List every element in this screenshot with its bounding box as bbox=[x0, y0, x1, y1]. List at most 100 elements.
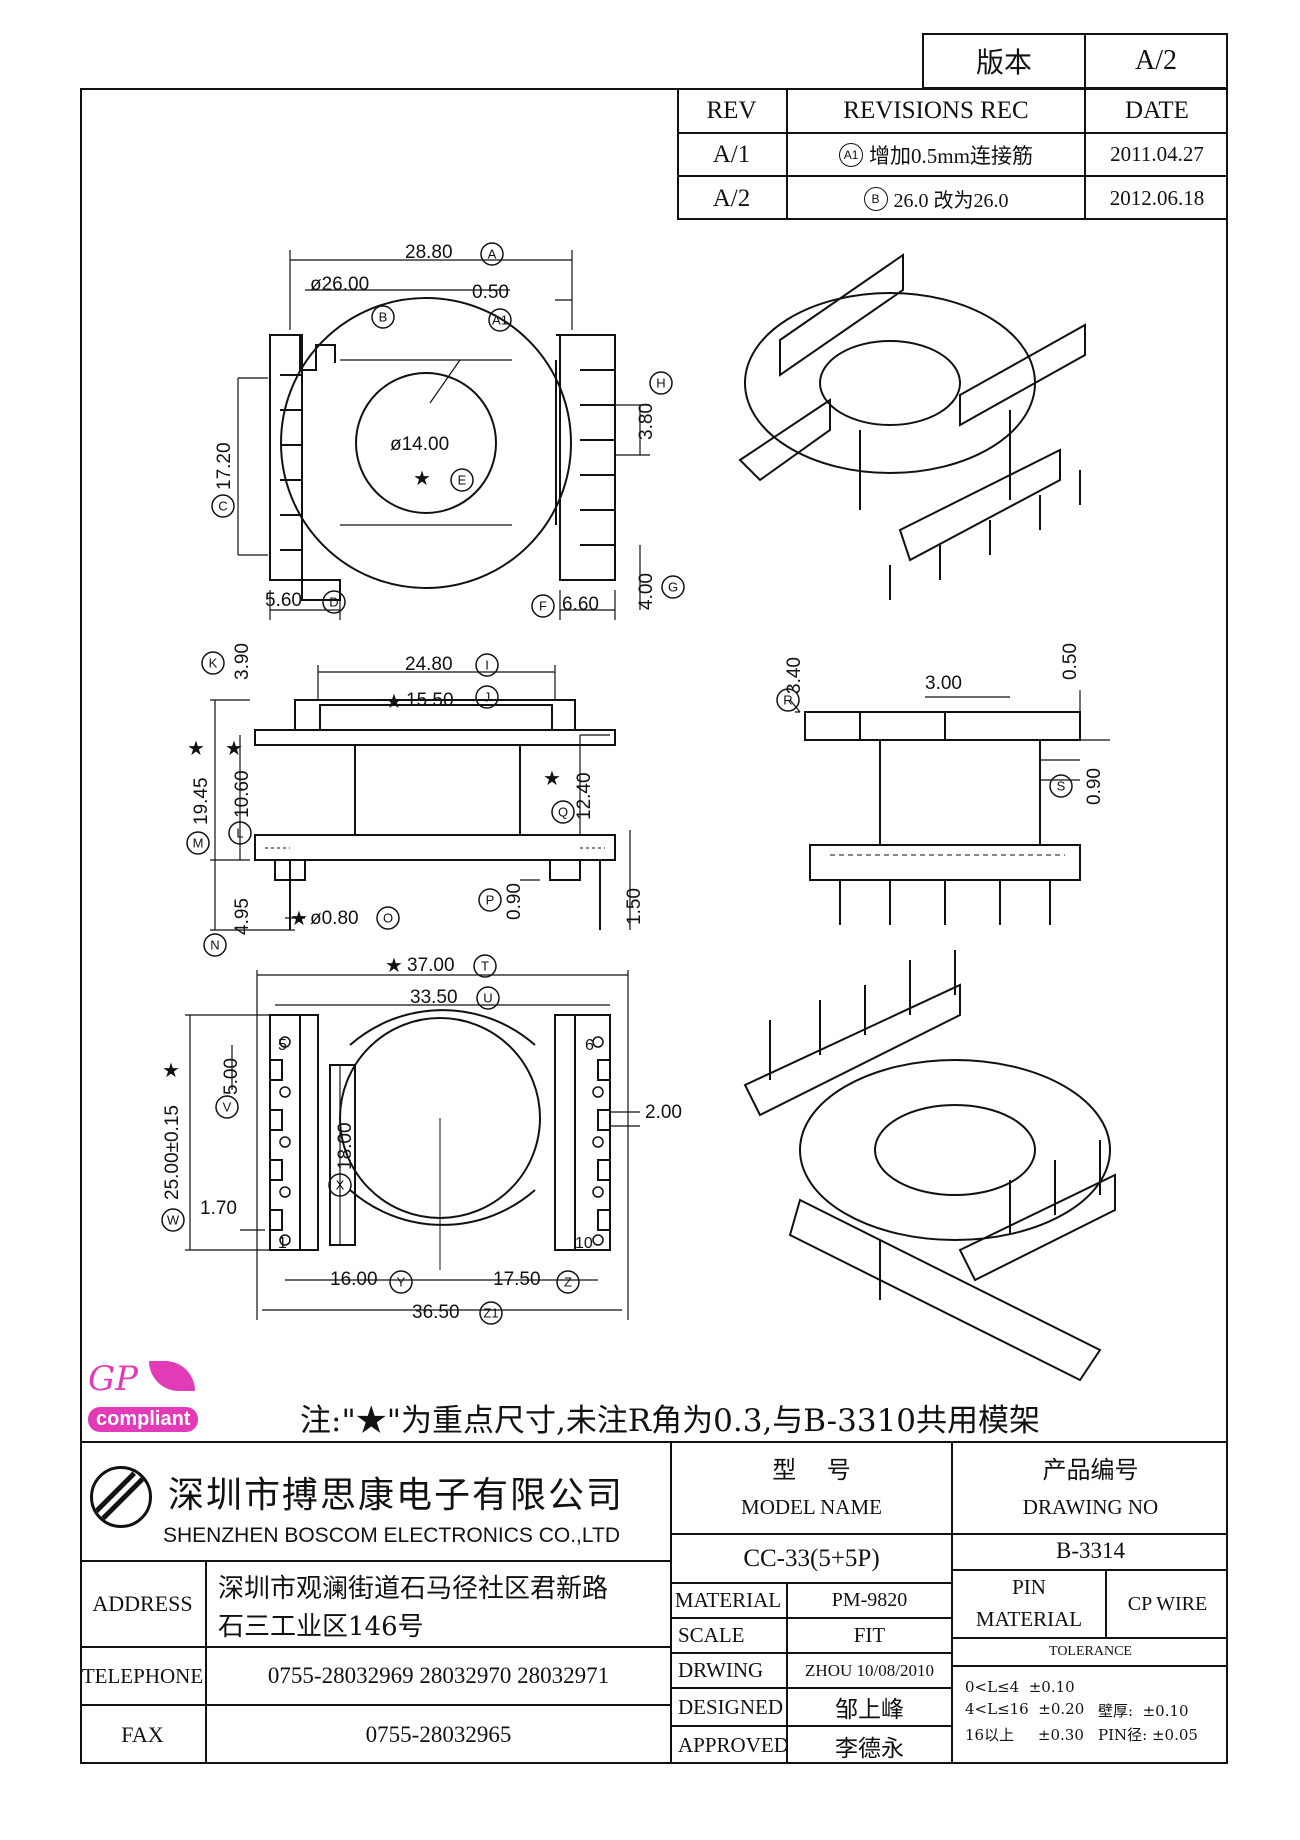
tb-hline-pin bbox=[951, 1637, 1228, 1639]
fax-label: FAX bbox=[121, 1722, 164, 1747]
dim-25-00: 25.00±0.15 bbox=[162, 1105, 183, 1200]
drawing-label-cn: 产品编号 bbox=[1042, 1455, 1139, 1484]
dim-26-00: ø26.00 bbox=[310, 274, 369, 295]
rev-row-2-rev: A/2 bbox=[712, 184, 751, 212]
dim-19-45: 19.45 bbox=[191, 777, 212, 825]
dim-5-60: 5.60 bbox=[265, 590, 302, 611]
svg-text:Q: Q bbox=[558, 805, 568, 820]
dim-4-00: 4.00 bbox=[636, 573, 657, 610]
pin-material-label-2: MATERIAL bbox=[975, 1606, 1083, 1631]
telephone-label: TELEPHONE bbox=[81, 1663, 204, 1688]
svg-text:X: X bbox=[336, 1178, 345, 1193]
svg-text:★: ★ bbox=[187, 736, 205, 760]
pin-material-label-1: PIN bbox=[1012, 1574, 1046, 1599]
tolerance-row-1: 0<L≤4 ±0.10 bbox=[965, 1678, 1075, 1696]
svg-text:F: F bbox=[539, 599, 547, 614]
dim-36-50: 36.50 bbox=[412, 1302, 460, 1323]
svg-text:T: T bbox=[481, 959, 489, 974]
dim-33-50: 33.50 bbox=[410, 987, 458, 1008]
pin-label-5: 5 bbox=[278, 1037, 287, 1054]
svg-text:A1: A1 bbox=[492, 313, 508, 328]
revision-table bbox=[677, 88, 1228, 220]
tb-hline-row2 bbox=[670, 1652, 951, 1654]
address-line-1: 深圳市观澜街道石马径社区君新路 bbox=[218, 1574, 609, 1604]
pin-label-6: 6 bbox=[585, 1037, 594, 1054]
rev-vline-2 bbox=[1084, 88, 1086, 220]
svg-text:H: H bbox=[656, 376, 665, 391]
dim-16-00: 16.00 bbox=[330, 1269, 378, 1290]
rev-vline-1 bbox=[786, 88, 788, 220]
dim-0-50-side: 0.50 bbox=[1060, 643, 1081, 680]
svg-text:★: ★ bbox=[543, 766, 561, 790]
svg-text:★: ★ bbox=[162, 1058, 180, 1082]
compliant-text: compliant bbox=[88, 1407, 199, 1432]
dim-10-60: 10.60 bbox=[232, 770, 253, 818]
gp-text: GP bbox=[88, 1359, 139, 1399]
dim-1-70: 1.70 bbox=[200, 1198, 237, 1219]
svg-text:B: B bbox=[379, 310, 388, 325]
tb-vline-pin bbox=[1105, 1569, 1107, 1637]
designed-value: 邹上峰 bbox=[835, 1697, 904, 1723]
version-label: 版本 bbox=[975, 48, 1032, 79]
bottom-view-outline bbox=[269, 1009, 611, 1270]
title-block-top-rule bbox=[80, 1441, 1228, 1443]
dim-0-80: ø0.80 bbox=[310, 908, 359, 929]
address-line-2: 石三工业区146号 bbox=[218, 1612, 424, 1642]
wall-thickness-tolerance: 壁厚: ±0.10 bbox=[1098, 1702, 1189, 1720]
rev-row-2-text: B 26.0 改为26.0 bbox=[788, 177, 1084, 220]
tb-hline-row3 bbox=[670, 1687, 951, 1689]
rev-row-1-text: A1 增加0.5mm连接筋 bbox=[788, 134, 1084, 175]
dim-15-50: 15.50 bbox=[406, 690, 454, 711]
leaf-icon bbox=[149, 1361, 195, 1391]
isometric-view-top bbox=[738, 253, 1086, 600]
dim-4-95: 4.95 bbox=[232, 898, 253, 935]
tb-hline-row4 bbox=[670, 1725, 951, 1727]
gp-compliant-logo: GP compliant bbox=[84, 1355, 210, 1440]
svg-text:I: I bbox=[485, 658, 489, 673]
dim-14-00: ø14.00 bbox=[390, 434, 449, 455]
model-label-cn: 型 号 bbox=[772, 1455, 851, 1484]
dim-0-50-a: 0.50 bbox=[472, 282, 509, 303]
svg-text:Z: Z bbox=[564, 1275, 572, 1290]
drawing-number: B-3314 bbox=[1056, 1538, 1125, 1563]
dim-6-60: 6.60 bbox=[562, 594, 599, 615]
tolerance-row-2: 4<L≤16 ±0.20 bbox=[965, 1700, 1085, 1718]
svg-text:Z1: Z1 bbox=[483, 1306, 498, 1321]
tolerance-label: TOLERANCE bbox=[1049, 1644, 1132, 1659]
revisions-rec-header: REVISIONS REC bbox=[843, 97, 1029, 124]
revision-mark-a1: A1 bbox=[839, 142, 864, 167]
svg-text:V: V bbox=[223, 1100, 232, 1115]
tolerance-row-3: 16以上 ±0.30 bbox=[965, 1726, 1084, 1744]
dim-24-80: 24.80 bbox=[405, 654, 453, 675]
rev-row-1-rev: A/1 bbox=[712, 140, 751, 168]
scale-value: FIT bbox=[853, 1623, 886, 1647]
svg-text:W: W bbox=[167, 1213, 180, 1228]
tb-hline-model bbox=[670, 1533, 1228, 1535]
dim-2-00: 2.00 bbox=[645, 1102, 682, 1123]
svg-text:O: O bbox=[383, 911, 393, 926]
svg-text:R: R bbox=[783, 693, 792, 708]
svg-text:U: U bbox=[483, 991, 492, 1006]
pin-material-value: CP WIRE bbox=[1127, 1592, 1208, 1615]
svg-text:★: ★ bbox=[413, 466, 431, 490]
reference-circles: A B A1 E H C G D F K I J Q M L P O N R S… bbox=[161, 242, 1073, 1325]
star-markers: ★ ★ ★ ★ ★ ★ ★ ★ bbox=[162, 466, 561, 1082]
dim-5-00: 5.00 bbox=[221, 1058, 242, 1095]
isometric-view-bottom bbox=[743, 950, 1116, 1382]
svg-text:N: N bbox=[210, 938, 219, 953]
svg-text:★: ★ bbox=[385, 953, 403, 977]
tb-hline-address bbox=[80, 1646, 670, 1648]
dim-0-90-side: 0.90 bbox=[1084, 768, 1105, 805]
pin-diameter-tolerance: PIN径: ±0.05 bbox=[1098, 1726, 1198, 1744]
side-view-outline bbox=[804, 711, 1081, 925]
drawing-label-en: DRAWING NO bbox=[1022, 1494, 1159, 1519]
tb-hline-drawing-no bbox=[951, 1569, 1228, 1571]
bottom-view-dimension-lines bbox=[185, 970, 640, 1320]
logo-stroke-1 bbox=[93, 1471, 137, 1525]
svg-text:M: M bbox=[193, 836, 204, 851]
front-view-dimension-lines bbox=[210, 665, 631, 931]
svg-text:S: S bbox=[1057, 779, 1066, 794]
svg-text:G: G bbox=[668, 580, 678, 595]
company-name-cn: 深圳市搏思康电子有限公司 bbox=[168, 1475, 625, 1516]
